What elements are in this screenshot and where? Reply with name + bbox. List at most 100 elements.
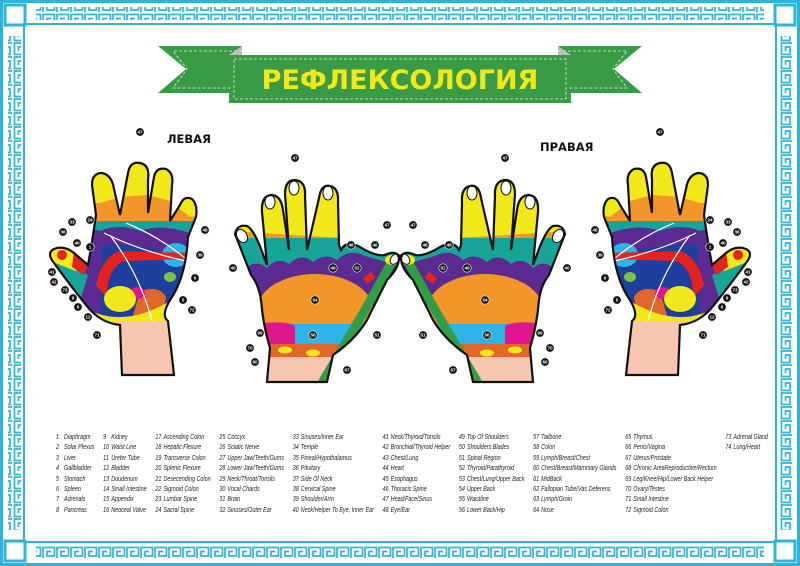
marker-dot (562, 263, 572, 273)
left-hand-label: ЛЕВАЯ (167, 132, 211, 146)
legend-number: 73 (725, 432, 732, 441)
marker-number: 33 (69, 220, 75, 225)
legend-number: 29 (219, 473, 226, 483)
marker-number: 70 (547, 346, 553, 351)
marker-dot (480, 295, 490, 305)
left-palm-marker: 1 (85, 242, 95, 252)
legend-label: Ovary/Testes (633, 483, 665, 493)
marker-dot (448, 365, 458, 375)
legend-label: Hepatic Flexure (163, 442, 202, 452)
marker-number: 12 (85, 315, 91, 320)
legend-label: Lower Jaw/Teeth/Gums (227, 463, 284, 473)
right-palm-marker: 36 (732, 227, 742, 237)
legend-number: 44 (382, 463, 389, 473)
left-back-marker: 54 (310, 295, 320, 305)
legend-label: Spinal Region (466, 452, 501, 462)
legend-number: 11 (103, 452, 109, 462)
legend-number: 7 (56, 494, 60, 504)
legend-number: 18 (155, 442, 162, 452)
legend-label: Pineal/Hypothalamus (300, 452, 352, 462)
legend-number: 67 (625, 452, 632, 462)
legend-label: Sacral Spine (163, 504, 195, 514)
legend-number: 1 (56, 432, 60, 441)
legend-number: 60 (533, 463, 540, 473)
legend-label: Solar Plexus (64, 442, 95, 452)
legend-label: Desecending Colon (163, 473, 211, 483)
marker-number: 41 (49, 270, 55, 275)
legend-number: 28 (219, 463, 226, 473)
marker-number: 71 (700, 333, 706, 338)
legend-number: 63 (533, 494, 540, 504)
marker-dot (705, 215, 715, 225)
marker-dot (187, 305, 197, 315)
legend-label: Thoracic Spine (390, 483, 427, 493)
marker-dot (732, 227, 742, 237)
legend-label: Sinuses/Outer Ear (227, 504, 272, 514)
legend-number: 19 (155, 452, 162, 462)
legend-number: 48 (382, 504, 389, 514)
right-palm-marker: 12 (707, 312, 717, 322)
marker-number: 54 (312, 298, 318, 303)
legend-number: 74 (725, 442, 732, 452)
legend-label: Ascending Colon (163, 432, 205, 441)
marker-dot (718, 238, 728, 248)
legend-label: Neck/Throat/Tonsils (227, 473, 275, 483)
marker-number: 56 (310, 333, 316, 338)
legend-label: Vocal Chards (227, 483, 260, 493)
legend-label: Cervical Spine (300, 483, 336, 493)
legend-number: 9 (103, 432, 107, 441)
marker-dot (58, 227, 68, 237)
legend-number: 59 (533, 452, 540, 462)
legend-number: 6 (56, 483, 60, 493)
marker-number: 24 (707, 218, 713, 223)
marker-dot (47, 267, 57, 277)
right-palm-hand (560, 125, 760, 391)
right-back-marker: 48 (444, 240, 454, 250)
marker-number: 51 (374, 333, 380, 338)
title-ribbon: РЕФЛЕКСОЛОГИЯ (158, 46, 642, 103)
left-palm-marker: 36 (58, 227, 68, 237)
legend-number: 72 (625, 504, 632, 514)
marker-number: 5 (182, 298, 185, 303)
marker-dot (352, 263, 362, 273)
legend-number: 20 (155, 463, 162, 473)
right-back-marker: 40 (562, 263, 572, 273)
marker-number: 5 (616, 298, 619, 303)
legend-number: 46 (382, 483, 389, 493)
marker-dot (462, 263, 472, 273)
right-palm-marker: 5 (612, 295, 622, 305)
legend-label: Sinuses/Inner Ear (300, 432, 344, 441)
marker-number: 69 (257, 331, 263, 336)
marker-dot (72, 238, 82, 248)
legend-number: 57 (533, 432, 540, 441)
right-palm-marker: 24 (705, 215, 715, 225)
